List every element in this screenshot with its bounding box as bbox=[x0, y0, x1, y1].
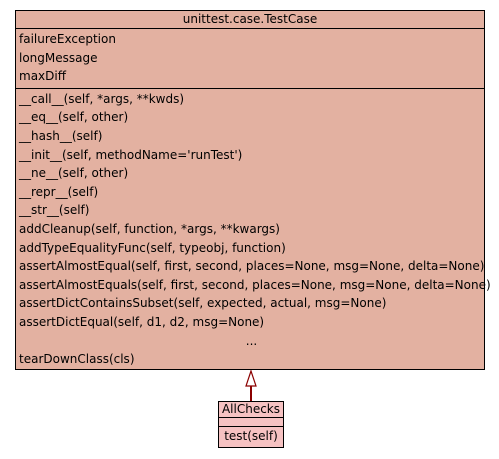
attribute: failureException bbox=[19, 32, 116, 46]
attribute: maxDiff bbox=[19, 69, 66, 84]
method: __ne__(self, other) bbox=[19, 166, 129, 181]
class-allchecks[interactable]: AllChecks test(self) bbox=[218, 401, 284, 448]
class-name: unittest.case.TestCase bbox=[16, 11, 484, 29]
attributes-section: failureException longMessage maxDiff bbox=[16, 29, 484, 89]
method: assertDictContainsSubset(self, expected,… bbox=[19, 296, 387, 311]
method: __repr__(self) bbox=[19, 184, 99, 199]
class-name: AllChecks bbox=[219, 402, 283, 418]
method: addCleanup(self, function, *args, **kwar… bbox=[19, 221, 280, 236]
method: tearDownClass(cls) bbox=[19, 352, 135, 367]
method: __str__(self) bbox=[19, 203, 90, 218]
method: assertDictEqual(self, d1, d2, msg=None) bbox=[19, 314, 265, 329]
methods-section: __call__(self, *args, **kwds) __eq__(sel… bbox=[16, 89, 491, 369]
method: __hash__(self) bbox=[19, 128, 103, 143]
method: __eq__(self, other) bbox=[19, 110, 129, 125]
attributes-section bbox=[219, 418, 283, 427]
class-testcase[interactable]: unittest.case.TestCase failureException … bbox=[15, 10, 491, 370]
method: assertAlmostEqual(self, first, second, p… bbox=[19, 259, 485, 274]
methods-ellipsis: ... bbox=[245, 333, 258, 348]
attribute: longMessage bbox=[19, 50, 98, 65]
method: test(self) bbox=[224, 429, 278, 443]
method: __call__(self, *args, **kwds) bbox=[19, 91, 185, 106]
inheritance-arrowhead bbox=[245, 369, 257, 387]
method: __init__(self, methodName='runTest') bbox=[19, 147, 243, 162]
method: assertAlmostEquals(self, first, second, … bbox=[19, 277, 491, 292]
method: addTypeEqualityFunc(self, typeobj, funct… bbox=[19, 240, 286, 255]
